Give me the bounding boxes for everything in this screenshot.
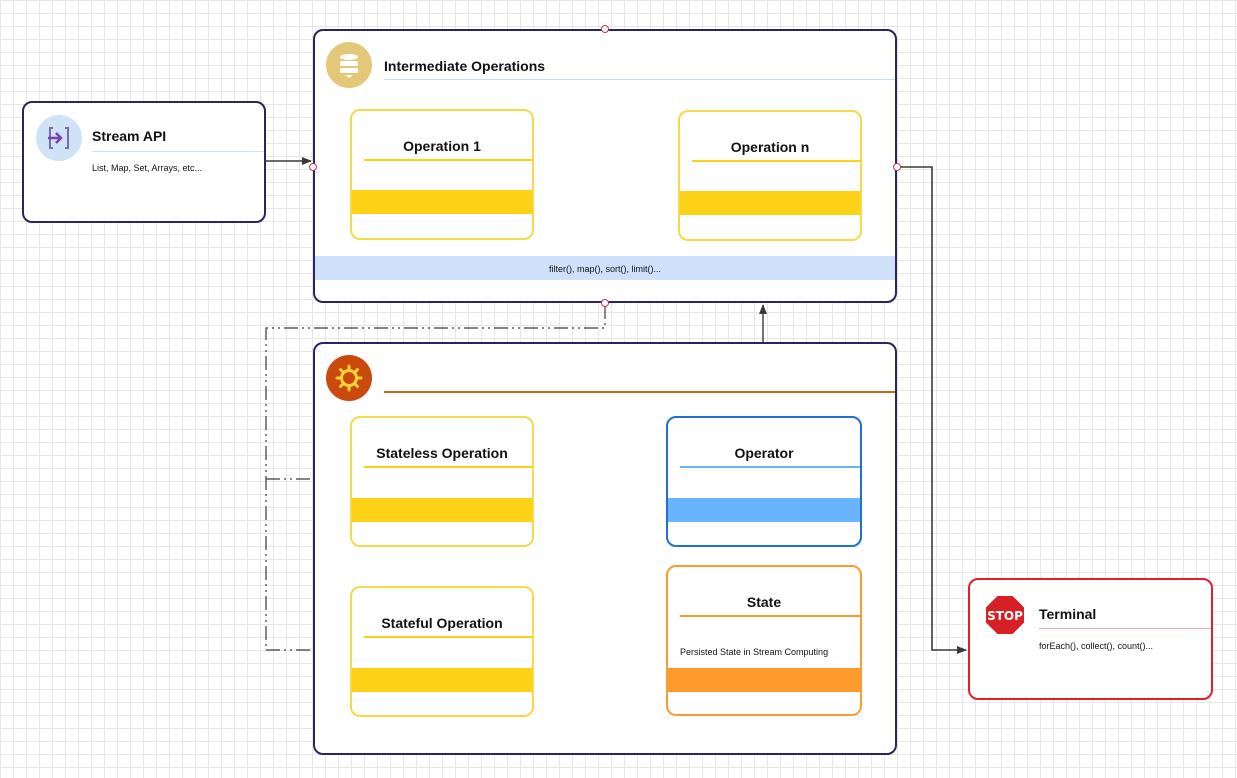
intermediate-footer-text: filter(), map(), sort(), limit()... <box>549 264 661 274</box>
stream-api-divider <box>92 151 264 152</box>
state-band <box>668 668 860 692</box>
gear-icon <box>326 355 372 401</box>
operation-n-underline <box>692 160 860 162</box>
stop-sign-icon: STOP <box>982 592 1028 638</box>
operator-title: Operator <box>734 445 794 461</box>
operation-n-title: Operation n <box>730 139 810 155</box>
operator-underline <box>680 466 860 468</box>
stateless-operation-card[interactable]: Stateless Operation <box>350 416 534 547</box>
state-description: Persisted State in Stream Computing <box>680 647 829 657</box>
stop-sign-text: STOP <box>987 609 1023 623</box>
state-card[interactable]: State Persisted State in Stream Computin… <box>666 565 862 716</box>
import-icon <box>36 115 82 161</box>
operation-1-card[interactable]: Operation 1 <box>350 109 534 240</box>
operation-n-band <box>680 191 860 215</box>
terminal-title: Terminal <box>1039 606 1097 622</box>
stateless-operation-band <box>352 498 532 522</box>
intermediate-divider <box>384 79 895 80</box>
operation-n-card[interactable]: Operation n <box>678 110 862 241</box>
intermediate-operations-container[interactable]: Intermediate Operations Operation 1 Oper… <box>313 29 897 303</box>
intermediate-to-terminal-connector <box>899 166 967 654</box>
intermediate-right-port[interactable] <box>893 163 901 171</box>
stateless-operation-title: Stateless Operation <box>376 445 508 461</box>
stateless-operation-underline <box>364 466 532 468</box>
stream-api-title: Stream API <box>92 128 167 144</box>
operation-1-title: Operation 1 <box>403 138 481 154</box>
terminal-description: forEach(), collect(), count()... <box>1039 641 1154 651</box>
stateful-operation-card[interactable]: Stateful Operation <box>350 586 534 717</box>
intermediate-bottom-port[interactable] <box>601 299 609 307</box>
terminal-node[interactable]: STOP Terminal forEach(), collect(), coun… <box>968 578 1213 700</box>
terminal-divider <box>1039 628 1211 629</box>
database-icon <box>326 42 372 88</box>
processing-divider <box>384 391 895 393</box>
processing-container[interactable]: Stateless Operation Stateful Operation O… <box>313 342 897 755</box>
intermediate-top-port[interactable] <box>601 25 609 33</box>
operation-1-underline <box>364 159 532 161</box>
stateful-operation-underline <box>364 636 532 638</box>
operator-card[interactable]: Operator <box>666 416 862 547</box>
feedback-connector <box>265 305 606 650</box>
operation-1-band <box>352 190 532 214</box>
operator-band <box>668 498 860 522</box>
intermediate-left-port[interactable] <box>309 163 317 171</box>
stream-api-node[interactable]: Stream API List, Map, Set, Arrays, etc..… <box>22 101 266 223</box>
intermediate-title: Intermediate Operations <box>384 58 546 74</box>
intermediate-footer: filter(), map(), sort(), limit()... <box>315 256 895 280</box>
stateful-operation-title: Stateful Operation <box>381 615 503 631</box>
stream-api-description: List, Map, Set, Arrays, etc... <box>92 163 203 173</box>
stateful-operation-band <box>352 668 532 692</box>
state-underline <box>680 615 860 617</box>
state-title: State <box>746 594 782 610</box>
